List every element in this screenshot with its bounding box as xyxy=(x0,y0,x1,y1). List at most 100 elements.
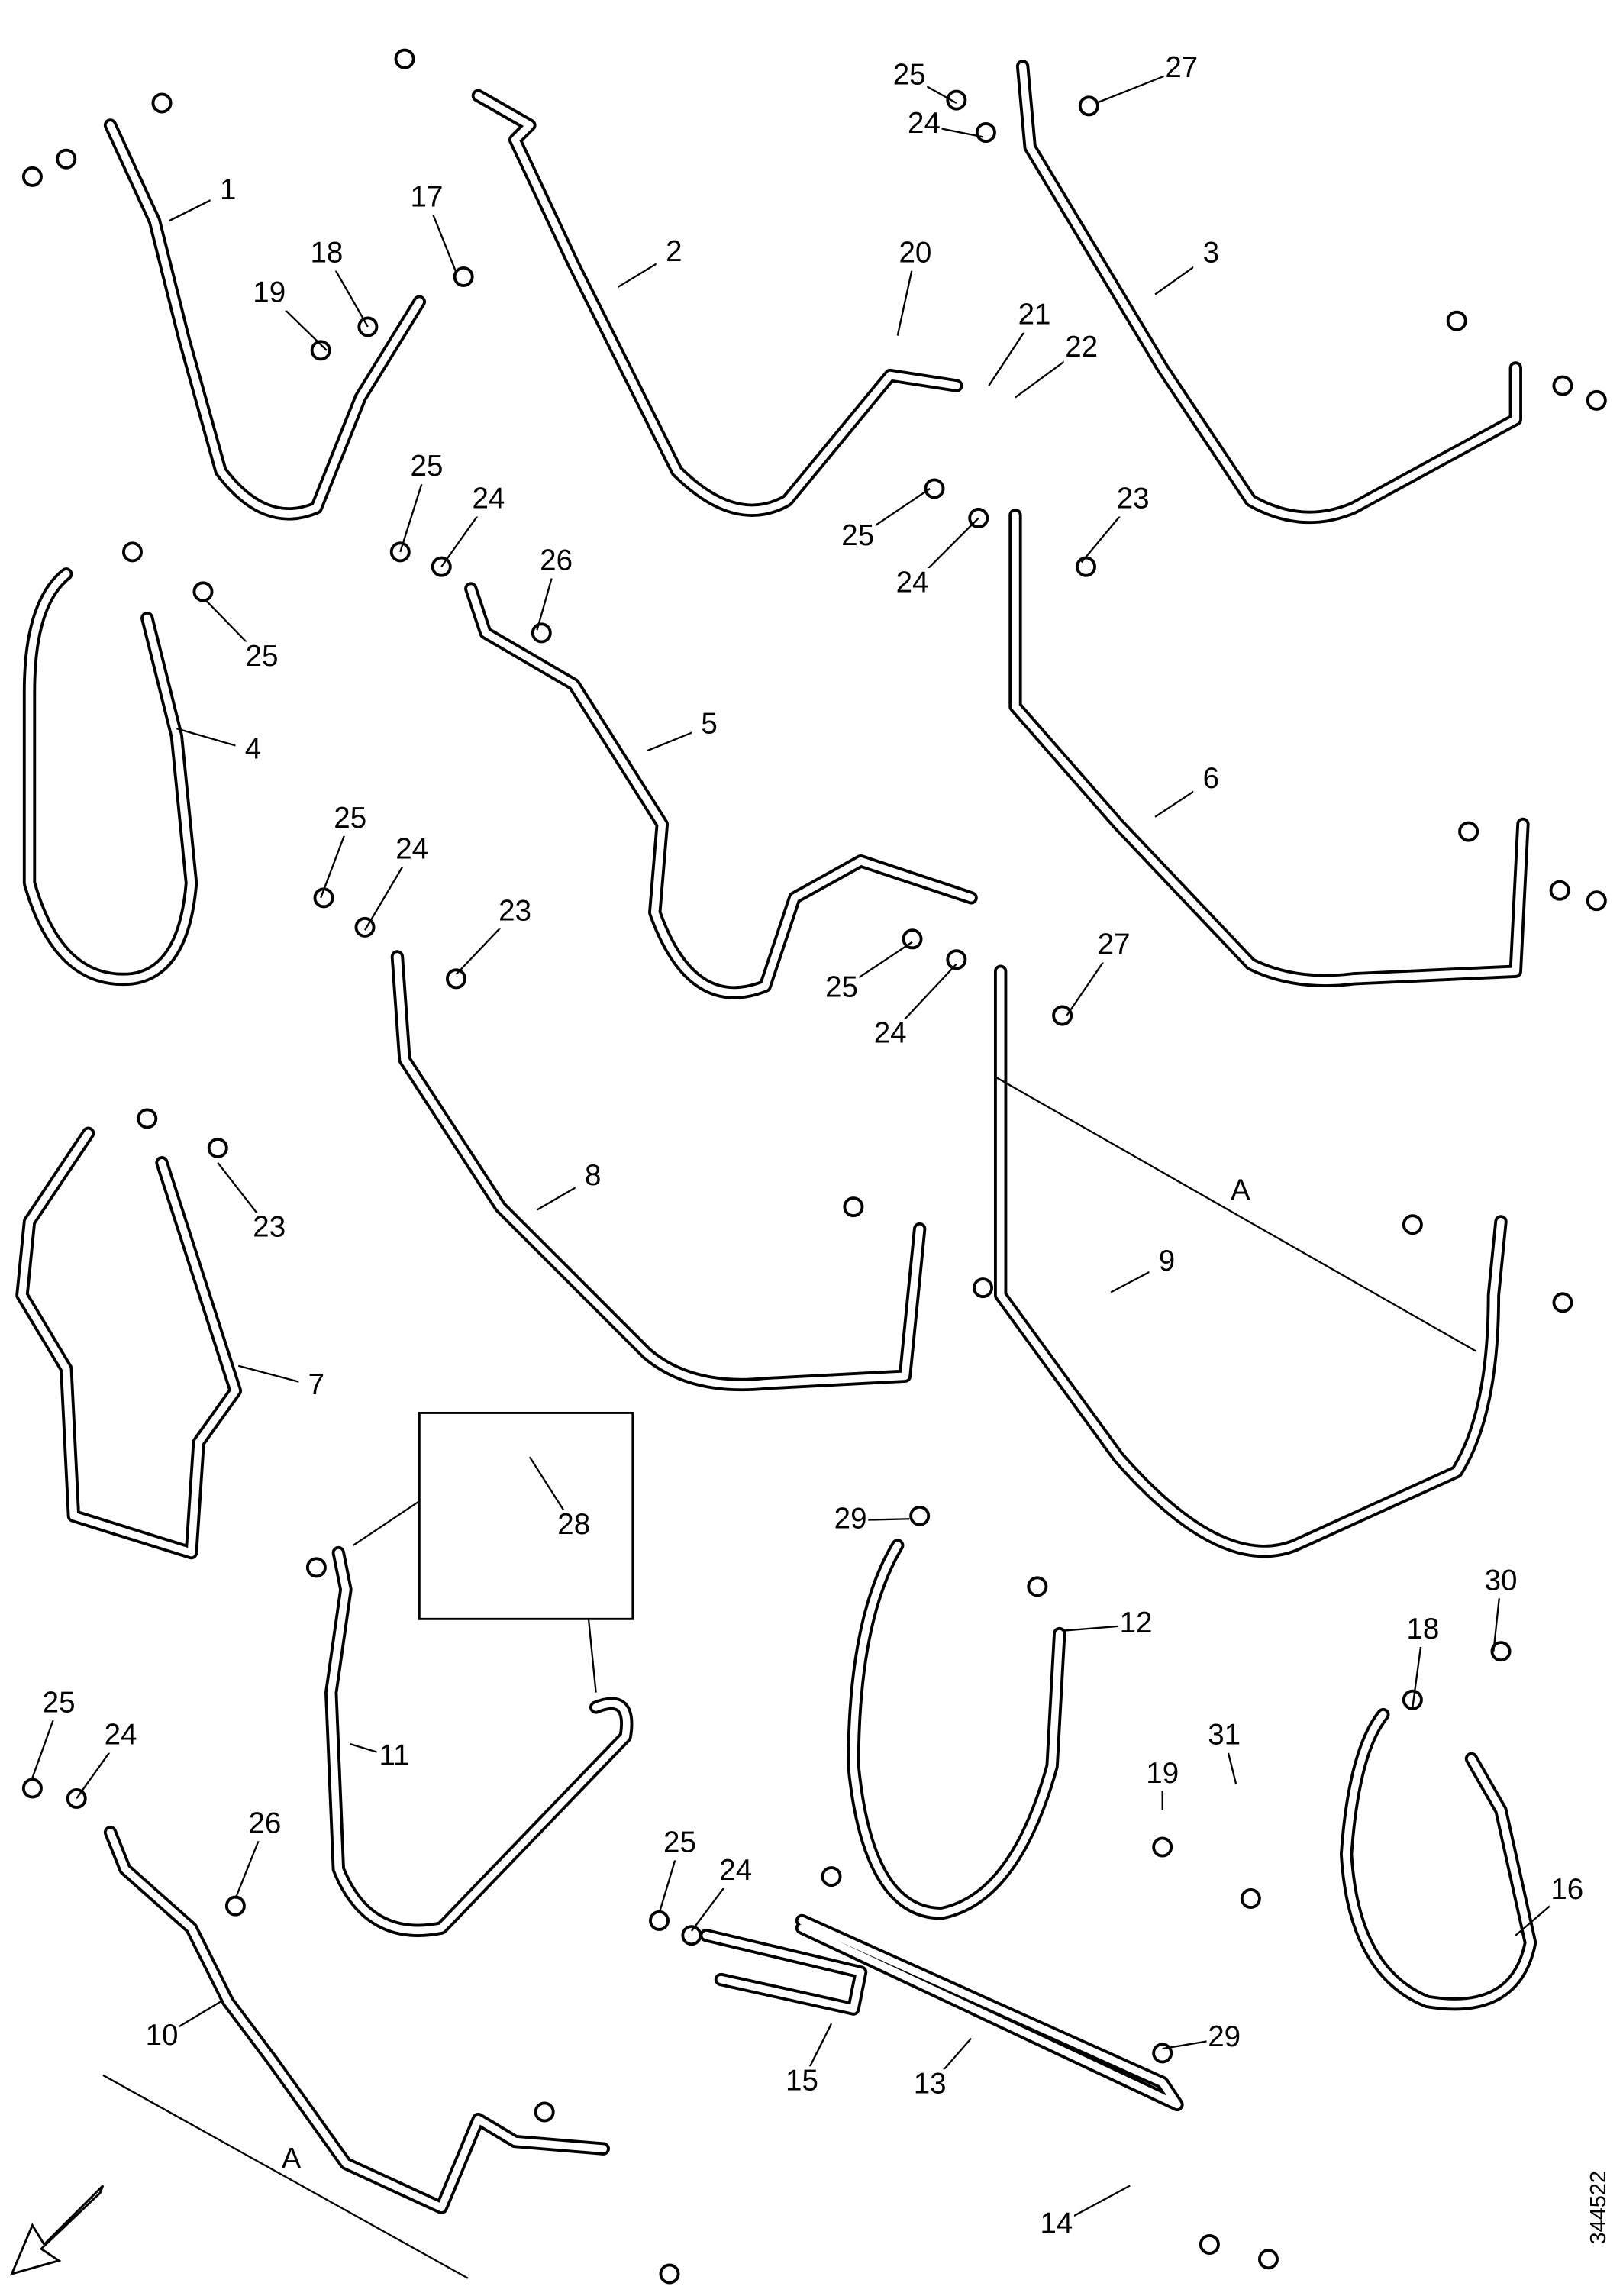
fastener xyxy=(843,1196,864,1218)
detail-inset xyxy=(418,1411,634,1620)
fastener xyxy=(1552,375,1573,396)
fastener xyxy=(1552,1292,1573,1313)
fastener xyxy=(1199,2233,1220,2255)
label-bg xyxy=(1115,484,1151,517)
label-bg xyxy=(408,451,445,485)
label-bg xyxy=(1206,2022,1242,2055)
label-bg xyxy=(1063,332,1099,366)
label-bg xyxy=(892,60,928,93)
label-bg xyxy=(247,1808,283,1842)
label-bg xyxy=(394,834,430,867)
fastener xyxy=(56,148,77,170)
callout-25: 25 xyxy=(246,640,279,673)
label-bg xyxy=(538,546,574,579)
callout-20: 20 xyxy=(899,237,931,270)
callout-23: 23 xyxy=(1117,483,1150,515)
fastener xyxy=(453,266,474,287)
label-bg xyxy=(210,175,246,208)
label-bg xyxy=(1206,1720,1242,1753)
fastener xyxy=(310,340,331,361)
callout-17: 17 xyxy=(411,180,444,213)
strap-14 xyxy=(795,1913,1184,2112)
fastener xyxy=(659,2263,680,2285)
callout-24: 24 xyxy=(472,483,505,515)
callout-24: 24 xyxy=(105,1719,137,1752)
fastener xyxy=(137,1108,158,1129)
fastener xyxy=(1586,890,1607,912)
fastener xyxy=(975,122,996,144)
callout-25: 25 xyxy=(411,450,444,483)
fastener xyxy=(1052,1005,1073,1026)
callout-14: 14 xyxy=(1040,2207,1073,2240)
fastener xyxy=(1586,389,1607,411)
fastener xyxy=(1458,821,1479,842)
callout-19: 19 xyxy=(1146,1757,1179,1790)
label-bg xyxy=(575,1161,611,1194)
callout-16: 16 xyxy=(1550,1873,1583,1906)
dimension-arrow-a-lower xyxy=(102,2074,469,2279)
label-bg xyxy=(251,1213,287,1245)
callout-15: 15 xyxy=(786,2065,818,2097)
label-bg xyxy=(662,1827,698,1861)
fastener xyxy=(1402,1214,1423,1235)
label-bg xyxy=(251,278,287,311)
label-bg xyxy=(656,237,692,270)
arrow-down-left-icon xyxy=(9,2185,105,2276)
label-bg xyxy=(824,973,860,1006)
strap-drawings xyxy=(15,60,1537,2214)
callout-11: 11 xyxy=(379,1739,410,1772)
callout-18: 18 xyxy=(1406,1613,1439,1645)
label-bg xyxy=(1095,930,1132,963)
callout-24: 24 xyxy=(874,1016,907,1049)
label-bg xyxy=(832,1503,869,1537)
label-bg xyxy=(718,1855,753,1889)
callout-21: 21 xyxy=(1018,299,1051,331)
strap-6 xyxy=(1008,509,1530,987)
fastener xyxy=(446,968,467,990)
callout-19: 19 xyxy=(253,276,286,309)
strap-13 xyxy=(103,1826,610,2214)
callout-24: 24 xyxy=(719,1854,752,1887)
strap-10 xyxy=(324,1545,634,1937)
fastener xyxy=(1446,310,1467,331)
callout-23: 23 xyxy=(253,1211,286,1244)
label-bg xyxy=(1405,1614,1441,1647)
label-bg xyxy=(1549,1875,1585,1908)
label-bg xyxy=(102,1720,139,1753)
strap-11 xyxy=(847,1539,1066,1920)
strap-4 xyxy=(22,567,198,987)
callout-24: 24 xyxy=(908,107,941,140)
strap-7 xyxy=(390,950,927,1392)
callout-24: 24 xyxy=(395,832,428,865)
label-bg xyxy=(244,641,280,674)
fastener xyxy=(534,2101,555,2123)
fastener xyxy=(305,1557,327,1578)
callout-10: 10 xyxy=(146,2019,179,2052)
callout-25: 25 xyxy=(841,519,874,552)
fastener xyxy=(681,1925,702,1946)
fastener xyxy=(21,1778,43,1799)
label-bg xyxy=(308,238,345,271)
fastener xyxy=(1152,1836,1173,1858)
strap-5 xyxy=(464,582,978,999)
figure-number: 344522 xyxy=(1586,2171,1611,2244)
label-bg xyxy=(40,1687,77,1721)
strap-15 xyxy=(699,1929,868,2016)
fastener xyxy=(192,581,214,602)
callout-A: A xyxy=(1231,1174,1250,1207)
fastener xyxy=(1549,880,1570,901)
label-bg xyxy=(912,2069,948,2102)
fastener xyxy=(1402,1689,1423,1710)
callout-A: A xyxy=(282,2143,302,2175)
fastener xyxy=(21,166,43,187)
label-bg xyxy=(235,734,271,767)
fastener xyxy=(207,1138,228,1158)
strap-2 xyxy=(471,89,963,517)
label-bg xyxy=(376,1741,412,1774)
callout-24: 24 xyxy=(896,566,929,599)
callout-25: 25 xyxy=(43,1686,76,1719)
fastener xyxy=(902,928,923,950)
fastener xyxy=(1490,1641,1512,1662)
callout-25: 25 xyxy=(663,1826,696,1858)
